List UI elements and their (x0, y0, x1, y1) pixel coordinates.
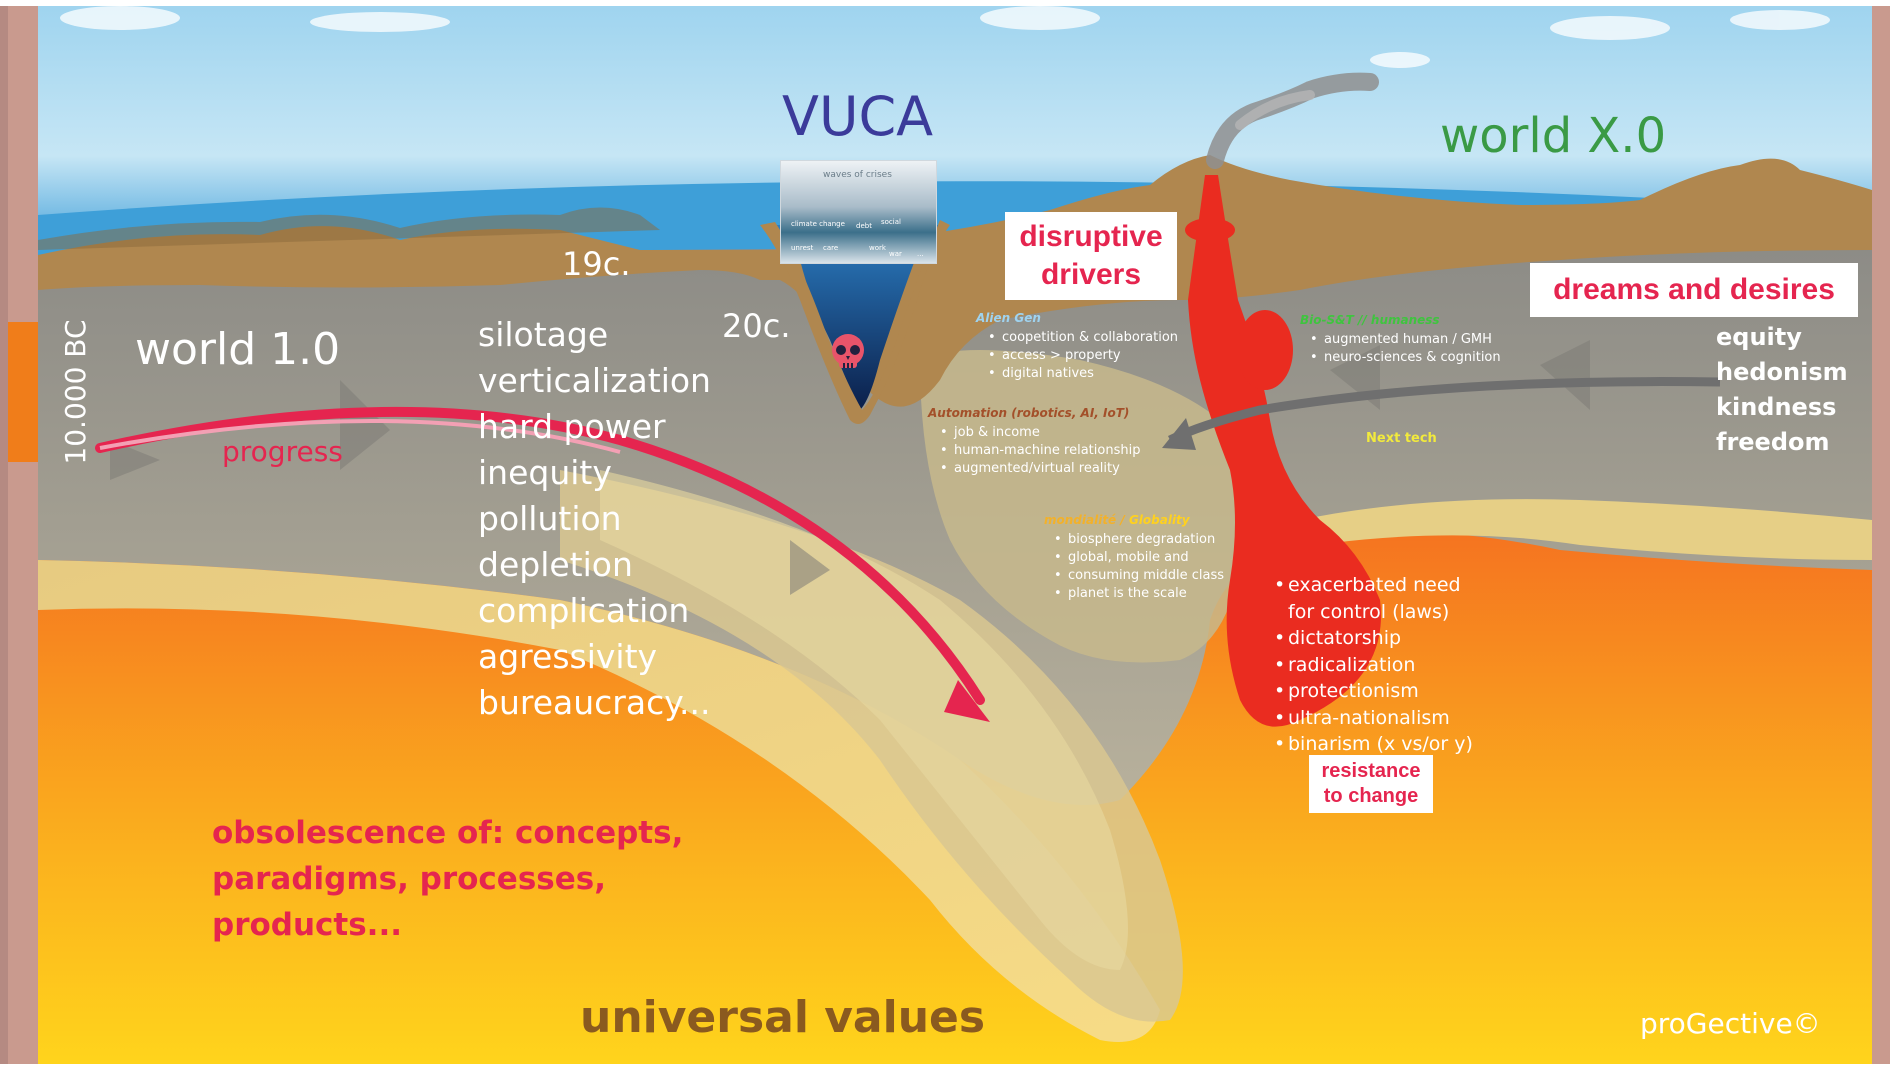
vuca-title: VUCA (782, 85, 934, 148)
list-item-continuation: consuming middle class (1054, 567, 1224, 585)
list-item: coopetition & collaboration (988, 329, 1178, 347)
paradigm-item: pollution (478, 499, 622, 538)
dreams-and-desires-label: dreams and desires (1530, 263, 1858, 317)
dream-item: hedonism (1716, 358, 1848, 386)
paradigm-item: complication (478, 591, 690, 630)
world-x-label: world X.0 (1440, 108, 1667, 164)
waves-word: care (823, 244, 839, 252)
driver-alien-gen-title: Alien Gen (976, 311, 1041, 325)
copyright: proGective© (1640, 1007, 1821, 1040)
list-item: binarism (x vs/or y) (1274, 731, 1473, 758)
universal-values-label: universal values (580, 992, 986, 1043)
driver-automation-title: Automation (robotics, AI, IoT) (928, 406, 1130, 420)
waves-word: climate change (791, 220, 845, 228)
paradigm-item: hard power (478, 407, 666, 446)
driver-bio-title: Bio-S&T // humaness (1300, 313, 1440, 327)
list-item: augmented human / GMH (1310, 331, 1501, 349)
waves-word: war (889, 250, 902, 258)
world-1-label: world 1.0 (135, 324, 341, 375)
progress-label: progress (222, 435, 343, 468)
list-item-continuation: for control (laws) (1288, 600, 1450, 623)
waves-word: work (869, 244, 886, 252)
waves-caption: waves of crises (823, 170, 892, 180)
driver-automation-list: job & income human-machine relationship … (940, 424, 1140, 478)
skull-icon (828, 332, 868, 372)
list-item: ultra-nationalism (1274, 705, 1473, 732)
era-19c-label: 19c. (562, 245, 631, 283)
paradigm-item: depletion (478, 545, 633, 584)
waves-word: unrest (791, 244, 814, 252)
disruptive-drivers-label: disruptive drivers (1005, 212, 1177, 300)
list-item: human-machine relationship (940, 442, 1140, 460)
list-item: protectionism (1274, 678, 1473, 705)
paradigm-item: bureaucracy... (478, 683, 711, 722)
dreams-list: equity hedonism kindness freedom (1716, 320, 1848, 460)
list-item: neuro-sciences & cognition (1310, 349, 1501, 367)
timeline-label: 10.000 BC (59, 319, 92, 465)
driver-next-tech: Next tech (1366, 431, 1437, 446)
paradigm-item: silotage (478, 315, 609, 354)
list-item: global, mobile and (1054, 549, 1224, 567)
dream-item: kindness (1716, 393, 1837, 421)
paradigm-item: verticalization (478, 361, 711, 400)
resistance-to-change-label: resistance to change (1309, 755, 1433, 813)
paradigm-item: agressivity (478, 637, 658, 676)
driver-alien-gen-list: coopetition & collaboration access > pro… (988, 329, 1178, 383)
list-item: digital natives (988, 365, 1178, 383)
driver-bio-list: augmented human / GMH neuro-sciences & c… (1310, 331, 1501, 367)
old-paradigm-list: silotage verticalization hard power ineq… (478, 312, 711, 726)
waves-of-crises-image: waves of crises climate change debt soci… (780, 160, 937, 264)
resistance-list: exacerbated need for control (laws) dict… (1274, 572, 1473, 758)
list-item: access > property (988, 347, 1178, 365)
list-item: radicalization (1274, 652, 1473, 679)
waves-word: ... (917, 250, 924, 258)
list-item: biosphere degradation (1054, 531, 1224, 549)
driver-globality-list: biosphere degradation global, mobile and… (1054, 531, 1224, 603)
list-item: exacerbated need (1274, 572, 1473, 599)
waves-word: debt (856, 222, 872, 230)
list-item: augmented/virtual reality (940, 460, 1140, 478)
era-20c-label: 20c. (722, 307, 791, 345)
list-item: planet is the scale (1054, 585, 1224, 603)
obsolescence-text: obsolescence of: concepts, paradigms, pr… (212, 815, 684, 943)
dream-item: freedom (1716, 428, 1830, 456)
driver-globality-title: mondialité / Globality (1044, 513, 1190, 527)
dream-item: equity (1716, 323, 1802, 351)
waves-word: social (881, 218, 901, 226)
list-item: job & income (940, 424, 1140, 442)
dreams-arrow-head (1162, 418, 1196, 450)
paradigm-item: inequity (478, 453, 612, 492)
list-item: dictatorship (1274, 625, 1473, 652)
progress-arrow (95, 406, 985, 705)
